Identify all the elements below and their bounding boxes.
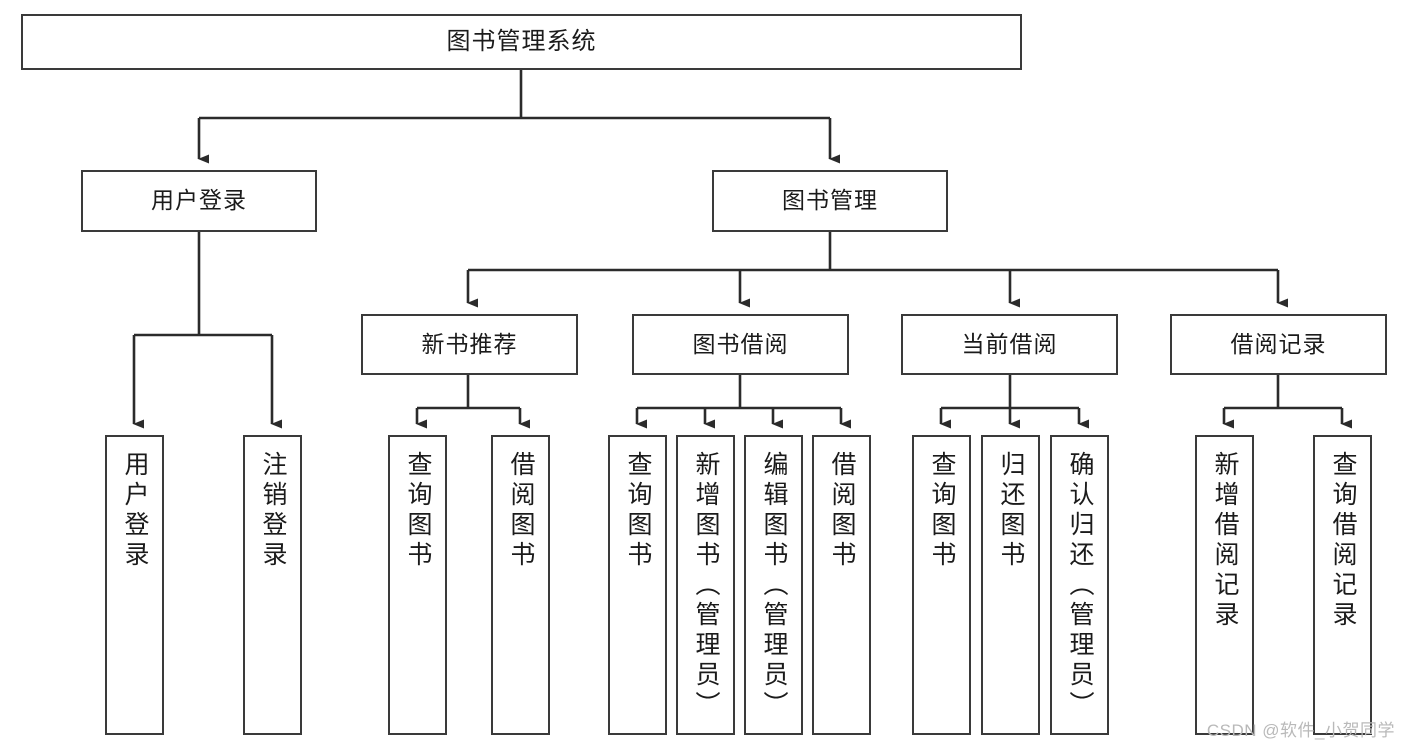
leaf-book-borrow-query-book[interactable]: 查询图书 bbox=[608, 435, 667, 735]
leaf-book-borrow-borrow-book[interactable]: 借阅图书 bbox=[812, 435, 871, 735]
node-label: 图书借阅 bbox=[692, 330, 789, 357]
leaf-user-login-logout[interactable]: 注销登录 bbox=[243, 435, 302, 735]
leaf-new-book-borrow-book[interactable]: 借阅图书 bbox=[491, 435, 550, 735]
node-label: 新增借阅记录 bbox=[1211, 451, 1239, 631]
node-label: 借阅记录 bbox=[1230, 330, 1327, 357]
node-label: 查询图书 bbox=[404, 451, 432, 571]
node-book-management[interactable]: 图书管理 bbox=[712, 170, 948, 232]
node-label: 新书推荐 bbox=[421, 330, 518, 357]
leaf-borrow-record-query-record[interactable]: 查询借阅记录 bbox=[1313, 435, 1372, 735]
leaf-current-borrow-return-book[interactable]: 归还图书 bbox=[981, 435, 1040, 735]
leaf-book-borrow-edit-book-admin[interactable]: 编辑图书（管理员） bbox=[744, 435, 803, 735]
leaf-current-borrow-confirm-return-admin[interactable]: 确认归还（管理员） bbox=[1050, 435, 1109, 735]
node-label: 归还图书 bbox=[997, 451, 1025, 571]
leaf-book-borrow-add-book-admin[interactable]: 新增图书（管理员） bbox=[676, 435, 735, 735]
node-label: 当前借阅 bbox=[961, 330, 1058, 357]
node-label: 注销登录 bbox=[259, 451, 287, 571]
node-borrow-record[interactable]: 借阅记录 bbox=[1170, 314, 1387, 375]
leaf-current-borrow-query-book[interactable]: 查询图书 bbox=[912, 435, 971, 735]
node-label: 查询图书 bbox=[928, 451, 956, 571]
node-label: 用户登录 bbox=[121, 451, 149, 571]
node-label: 用户登录 bbox=[151, 187, 247, 214]
leaf-new-book-query-book[interactable]: 查询图书 bbox=[388, 435, 447, 735]
leaf-user-login-login[interactable]: 用户登录 bbox=[105, 435, 164, 735]
node-label: 图书管理 bbox=[782, 187, 878, 214]
node-label: 图书管理系统 bbox=[446, 27, 597, 55]
node-book-borrow[interactable]: 图书借阅 bbox=[632, 314, 849, 375]
node-label: 编辑图书（管理员） bbox=[760, 451, 788, 721]
node-label: 借阅图书 bbox=[828, 451, 856, 571]
node-label: 新增图书（管理员） bbox=[692, 451, 720, 721]
node-new-book-recommend[interactable]: 新书推荐 bbox=[361, 314, 578, 375]
node-label: 确认归还（管理员） bbox=[1066, 451, 1094, 721]
node-label: 借阅图书 bbox=[507, 451, 535, 571]
node-current-borrow[interactable]: 当前借阅 bbox=[901, 314, 1118, 375]
node-label: 查询图书 bbox=[624, 451, 652, 571]
node-label: 查询借阅记录 bbox=[1329, 451, 1357, 631]
leaf-borrow-record-add-record[interactable]: 新增借阅记录 bbox=[1195, 435, 1254, 735]
node-root-book-management-system[interactable]: 图书管理系统 bbox=[21, 14, 1022, 70]
node-user-login[interactable]: 用户登录 bbox=[81, 170, 317, 232]
